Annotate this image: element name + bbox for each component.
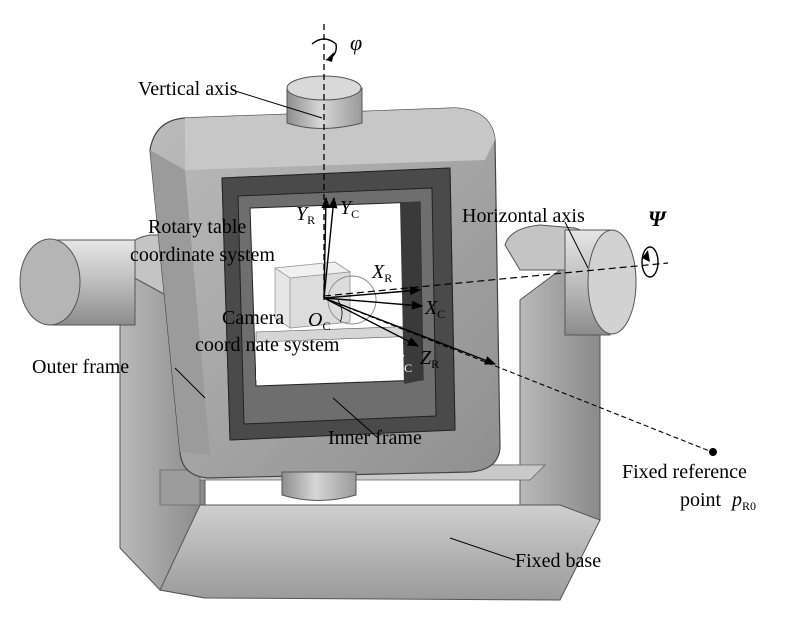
yc-symbol: YC [340,197,359,221]
horizontal-axis-line [323,262,669,297]
camera-body [273,261,377,329]
camera-label-line2: coord nate system [195,334,340,356]
inner-frame-leader [332,397,379,439]
psi-rotation-icon [641,246,659,278]
xc-axis-arrow [323,297,424,310]
horizontal-axis-leader [564,221,589,269]
vertical-axis-label: Vertical axis [138,78,238,100]
zr-axis-arrow [323,297,497,365]
pr0-symbol: pR0 [730,489,756,513]
axis-lines [174,22,717,561]
fixed-base-leader [449,537,516,561]
vertical-axis-leader [231,89,323,119]
labels: Vertical axis Horizontal axis Rotary tab… [32,30,756,572]
xr-axis-arrow [323,286,422,299]
fixed-reference-label-line2: point [680,489,722,511]
yr-symbol: YR [296,203,315,227]
rotary-table-label-line1: Rotary table [148,216,246,238]
zr-symbol: ZR [420,347,439,371]
psi-symbol: Ψ [648,206,667,231]
yr-axis-arrow [321,196,331,299]
xr-symbol: XR [371,261,392,285]
zc-axis-arrow [323,297,419,347]
fixed-reference-point [709,448,717,456]
rotary-table-label-line2: coordinate system [130,244,275,266]
fixed-base-label: Fixed base [515,550,601,572]
zc-symbol: ZC [393,351,412,375]
inner-frame-label: Inner frame [328,427,422,449]
vertical-shaft-top [286,75,363,129]
horizontal-shaft-left [19,238,136,326]
inner-frame [221,167,456,441]
horizontal-shaft-right [564,229,637,336]
phi-symbol: φ [350,30,362,55]
xc-symbol: XC [424,297,445,321]
outer-frame-leader [174,367,206,399]
horizontal-axis-label: Horizontal axis [462,205,585,227]
outer-frame-label: Outer frame [32,356,129,378]
yc-axis-arrow [323,196,338,299]
fixed-reference-label-line1: Fixed reference [622,461,747,483]
camera-label-line1: Camera [222,307,284,329]
oc-symbol: OC [308,309,330,333]
reference-line [323,297,713,453]
vertical-shaft-bottom [281,471,357,501]
